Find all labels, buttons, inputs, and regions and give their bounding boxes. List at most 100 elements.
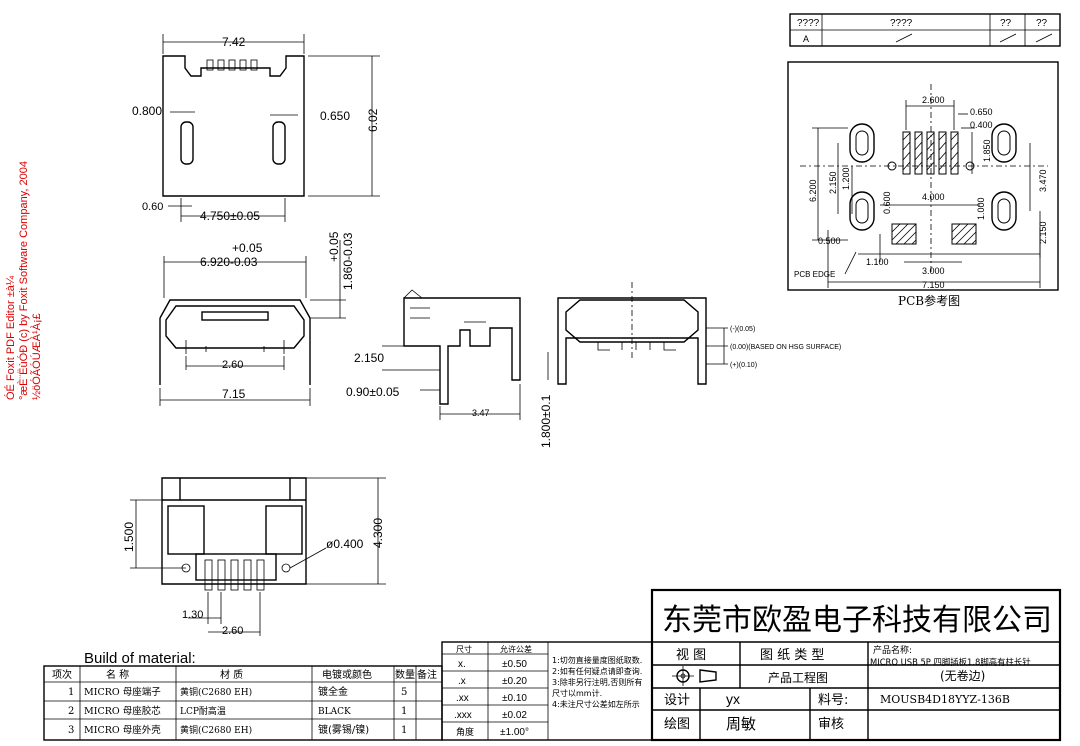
section-note-2: (0.00)(BASED ON HSG SURFACE) — [730, 344, 841, 351]
bottom-dim-hole: ø0.400 — [326, 537, 364, 551]
rev-header-2: ???? — [890, 18, 913, 29]
pcb-dim-2150-left: 2.150 — [828, 171, 838, 194]
tol-note-2: 2:如有任何疑点请即查询. — [552, 666, 642, 676]
rev-row-letter: A — [803, 34, 809, 44]
tol-note-5: 4:未注尺寸公差如左所示 — [552, 699, 640, 709]
pcb-dim-0400: 0.400 — [970, 120, 993, 130]
tol-row-1-tol: ±0.50 — [502, 659, 527, 670]
front-dim-715: 7.15 — [222, 387, 246, 401]
bom-header-material: 材 质 — [220, 668, 243, 681]
bom-table: Build of material: 项次 名 称 材 质 电镀或颜色 数量 备… — [43, 650, 443, 741]
bom-row-2-qty: 1 — [401, 706, 407, 717]
bom-header-name: 名 称 — [106, 668, 129, 681]
pcb-dim-0600: 0.600 — [882, 191, 892, 214]
tol-row-5-tol: ±1.00° — [500, 727, 529, 738]
tol-row-2-size: .x — [458, 676, 466, 687]
side-dim-347: 3.47 — [472, 408, 490, 418]
bom-row-2-material: LCP耐高温 — [180, 705, 226, 717]
side-dim-2150: 2.150 — [354, 351, 384, 365]
top-dim-4750: 4.750±0.05 — [200, 209, 260, 223]
bom-row-3-material: 黄铜(C2680 EH) — [180, 724, 252, 736]
part-no-value: MOUSB4D18YYZ-136B — [880, 693, 1010, 706]
tol-row-4-tol: ±0.02 — [502, 710, 527, 721]
pcb-dim-6200: 6.200 — [808, 179, 818, 202]
tol-note-4: 尺寸以mm计. — [552, 688, 602, 698]
top-dim-742: 7.42 — [222, 35, 246, 49]
top-dim-602: 6.02 — [366, 108, 380, 132]
top-dim-060: 0.60 — [142, 201, 163, 213]
watermark-line-1: ÓÉ Foxit PDF Editor ±à¼­ — [4, 275, 17, 400]
front-dim-tol-plus: +0.05 — [232, 241, 263, 255]
tol-row-3-tol: ±0.10 — [502, 693, 527, 704]
pcb-dim-0650: 0.650 — [970, 107, 993, 117]
bottom-dim-260: 2.60 — [222, 625, 243, 637]
pcb-dim-1000: 1.000 — [976, 197, 986, 220]
view-label: 视 图 — [676, 648, 706, 663]
side-view: 2.150 0.90±0.05 3.47 1.800±0.1 — [346, 289, 553, 448]
bottom-dim-1500: 1.500 — [122, 522, 136, 552]
bom-row-1-plating: 镀全金 — [318, 685, 348, 698]
drafter-value: 周敏 — [726, 715, 756, 733]
product-name-value: MICRO USB 5P 四脚插板1.8脚高有柱长针 — [870, 657, 1031, 667]
tol-row-2-tol: ±0.20 — [502, 676, 527, 687]
section-view: (-)(0.05) (0.00)(BASED ON HSG SURFACE) (… — [557, 282, 841, 385]
pcb-dim-1850: 1.850 — [982, 139, 992, 162]
tol-row-4-size: .xxx — [454, 710, 472, 721]
bom-row-1-item: 1 — [68, 687, 74, 698]
bom-row-1-material: 黄铜(C2680 EH) — [180, 686, 252, 698]
pcb-signal-pads — [902, 131, 959, 175]
tolerance-table: 尺寸 允许公差 x. ±0.50 .x ±0.20 .xx ±0.10 .xxx… — [441, 641, 653, 741]
tol-row-1-size: x. — [458, 659, 466, 670]
bom-row-3-qty: 1 — [401, 725, 407, 736]
bottom-dim-130: 1.30 — [182, 609, 203, 621]
bom-row-2-plating: BLACK — [318, 707, 351, 717]
rev-header-3: ?? — [1000, 18, 1012, 29]
bom-header-item: 项次 — [52, 668, 72, 681]
product-name-label: 产品名称: — [873, 644, 912, 656]
watermark-line-2: °æÈ¨ËùÓÐ (c) by Foxit Software Company, … — [17, 161, 30, 400]
tol-row-5-size: 角度 — [456, 726, 474, 738]
bom-row-2-name: MICRO 母座胶芯 — [84, 705, 161, 717]
pcb-dim-1200: 1.200 — [841, 167, 851, 190]
section-note-3: (+)(0.10) — [730, 362, 757, 369]
rev-header-4: ?? — [1036, 18, 1048, 29]
design-label: 设计 — [664, 693, 690, 708]
rev-header-1: ???? — [797, 18, 820, 29]
bottom-view: 1.500 4.300 ø0.400 1.30 2.60 — [122, 477, 386, 637]
bom-header-plating: 电镀或颜色 — [322, 668, 372, 681]
bom-row-2-item: 2 — [68, 706, 74, 717]
pcb-caption: PCB参考图 — [898, 293, 960, 308]
pcb-dim-3470: 3.470 — [1038, 169, 1048, 192]
pcb-dim-2150-right: 2.150 — [1038, 221, 1048, 244]
pcb-dim-2600: 2.600 — [922, 95, 945, 105]
designer-value: yx — [726, 691, 740, 707]
front-dim-260: 2.60 — [222, 359, 243, 371]
tol-note-1: 1:切勿直接量度图纸取数. — [552, 655, 642, 665]
drawing-type-label: 图 纸 类 型 — [760, 648, 824, 663]
section-note-1: (-)(0.05) — [730, 326, 755, 333]
side-dim-1800: 1.800±0.1 — [539, 394, 553, 448]
bom-row-3-item: 3 — [68, 725, 74, 736]
tol-header-size: 尺寸 — [456, 644, 472, 654]
bottom-dim-4300: 4.300 — [371, 518, 385, 548]
part-no-label: 料号: — [818, 693, 848, 708]
pcb-dim-4000: 4.000 — [922, 192, 945, 202]
product-name-value-2: (无卷边) — [940, 668, 985, 683]
pcb-reference-view: 2.600 0.650 0.400 1.850 6.200 2.150 1.20… — [787, 61, 1059, 308]
front-dim-1860: 1.860-0.03 — [341, 232, 355, 290]
projection-symbol-icon — [672, 666, 717, 686]
bom-row-1-qty: 5 — [401, 687, 407, 698]
pcb-slot-pads — [849, 123, 1017, 231]
bom-row-3-name: MICRO 母座外壳 — [84, 724, 161, 736]
front-view: +0.05 6.920-0.03 +0.05 1.860-0.03 2.60 7… — [159, 231, 355, 406]
review-label: 审核 — [818, 717, 844, 732]
watermark-line-3: ½öÓÃÓÚÆÀ¹À¡£ — [30, 313, 43, 400]
tol-note-3: 3:除非另行注明,否则所有 — [552, 677, 642, 687]
top-dim-0650: 0.650 — [320, 109, 350, 123]
watermark: ÓÉ Foxit PDF Editor ±à¼­ °æÈ¨ËùÓÐ (c) by… — [4, 161, 43, 400]
tol-header-tol: 允许公差 — [500, 644, 532, 654]
drawing-type-value: 产品工程图 — [768, 670, 828, 685]
pcb-dim-0500: 0.500 — [818, 236, 841, 246]
company-name: 东莞市欧盈电子科技有限公司 — [662, 603, 1052, 638]
front-dim-tol-plus-2: +0.05 — [327, 231, 341, 262]
